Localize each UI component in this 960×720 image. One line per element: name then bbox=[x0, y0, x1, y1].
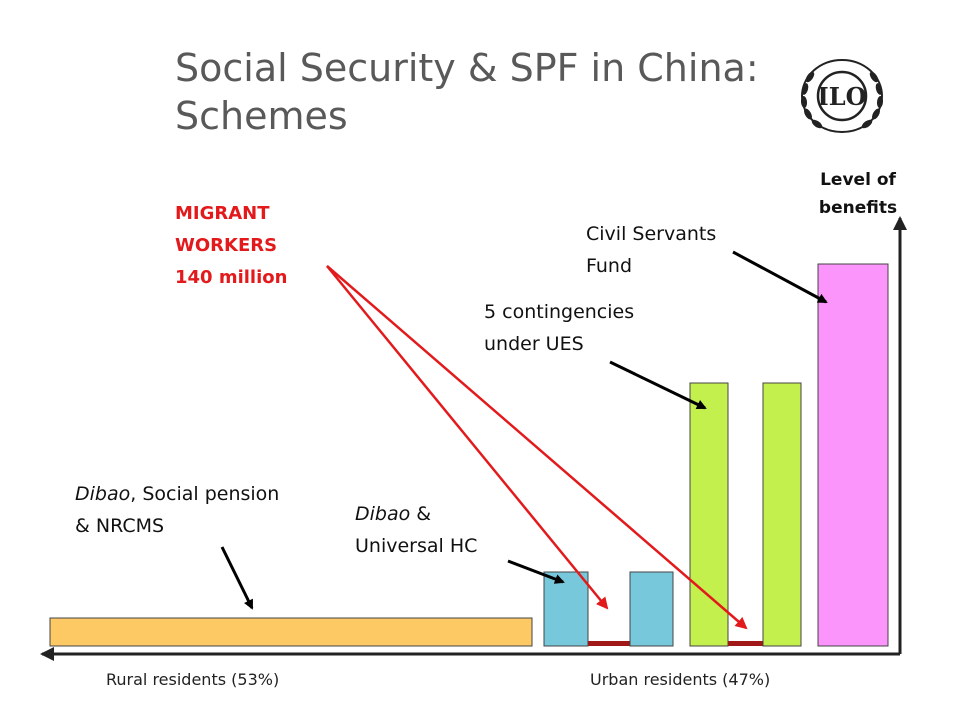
dibao-urban-annotation-arrow bbox=[507, 559, 565, 584]
ues-bar-2 bbox=[762, 382, 802, 647]
migrant-arrow-1 bbox=[326, 265, 609, 610]
rural-schemes-line-1: Dibao, Social pension bbox=[75, 478, 279, 510]
urban-dibao-bar-2 bbox=[629, 571, 674, 647]
urban-dibao-bar-1 bbox=[543, 571, 589, 647]
ilo-laurel-logo-icon: ILO bbox=[800, 59, 884, 133]
urban-residents-axis-label: Urban residents (47%) bbox=[590, 670, 771, 689]
rural-schemes-label: Dibao, Social pension & NRCMS bbox=[75, 478, 279, 542]
urban-dibao-line-1: Dibao & bbox=[355, 498, 477, 530]
civil-servants-label: Civil Servants Fund bbox=[586, 218, 716, 282]
migrant-arrow-2 bbox=[326, 265, 748, 630]
civil-servants-bar bbox=[817, 263, 889, 647]
migrant-line-1: MIGRANT bbox=[175, 203, 270, 224]
dibao-urban-rest: & bbox=[410, 503, 432, 525]
page-title: Social Security & SPF in China: Schemes bbox=[175, 44, 775, 140]
rural-annotation-arrow bbox=[220, 546, 254, 610]
urban-dibao-label: Dibao & Universal HC bbox=[355, 498, 477, 562]
civil-line-1: Civil Servants bbox=[586, 223, 717, 245]
title-line-1: Social Security & SPF in China: bbox=[175, 46, 759, 90]
dibao-rural-italic: Dibao bbox=[75, 483, 131, 505]
dibao-urban-italic: Dibao bbox=[355, 503, 411, 525]
dibao-rural-rest: , Social pension bbox=[130, 483, 280, 505]
urban-dibao-line-2: Universal HC bbox=[355, 535, 478, 557]
level-of-benefits-label: Level of benefits bbox=[800, 166, 916, 222]
contingencies-label: 5 contingencies under UES bbox=[484, 296, 634, 360]
civil-annotation-arrow bbox=[732, 250, 828, 304]
contingencies-line-1: 5 contingencies bbox=[484, 301, 635, 323]
level-label-line-1: Level of bbox=[820, 170, 896, 190]
ues-annotation-arrow bbox=[609, 360, 707, 410]
migrant-gap-bar-2 bbox=[728, 641, 763, 646]
logo-text: ILO bbox=[817, 82, 866, 111]
contingencies-line-2: under UES bbox=[484, 333, 584, 355]
ues-bar-1 bbox=[689, 382, 729, 647]
civil-line-2: Fund bbox=[586, 255, 633, 277]
rural-dibao-bar bbox=[49, 617, 533, 647]
migrant-line-3: 140 million bbox=[175, 267, 288, 288]
migrant-line-2: WORKERS bbox=[175, 235, 278, 256]
title-line-2: Schemes bbox=[175, 94, 348, 138]
rural-residents-axis-label: Rural residents (53%) bbox=[106, 670, 280, 689]
migrant-gap-bar-1 bbox=[588, 641, 630, 646]
rural-schemes-line-2: & NRCMS bbox=[75, 515, 165, 537]
level-label-line-2: benefits bbox=[818, 198, 898, 218]
migrant-workers-label: MIGRANT WORKERS 140 million bbox=[175, 198, 287, 294]
